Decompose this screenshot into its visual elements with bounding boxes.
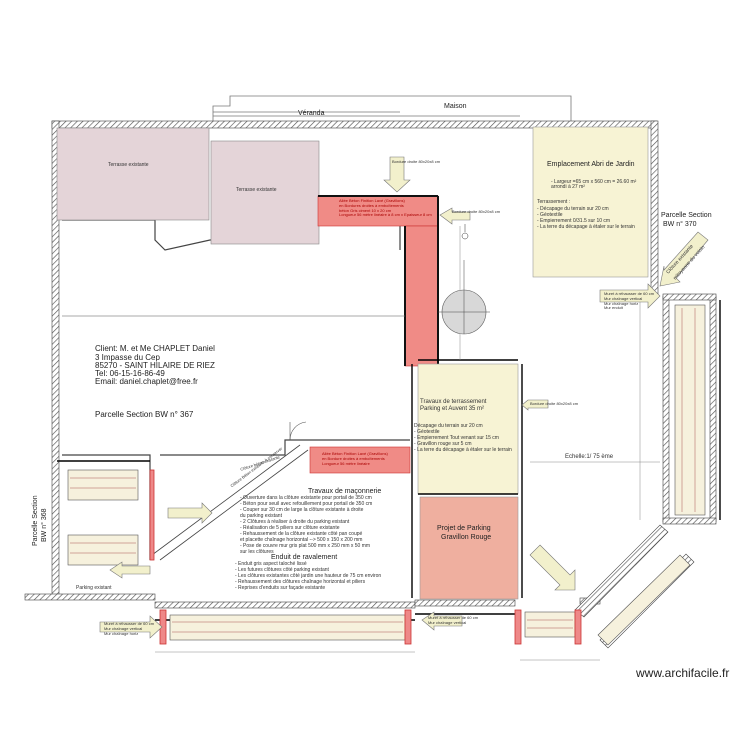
label-travaux-sub: Parking et Auvent 35 m²	[420, 406, 485, 412]
arrow-diag-icon-2	[529, 544, 576, 591]
label-parcelle-368-num: BW n° 368	[41, 508, 48, 542]
arrow-right-icon-3	[99, 615, 163, 639]
allee-beton-path	[309, 195, 439, 474]
travaux-item: - Empierrement Tout venant sur 15 cm	[414, 435, 499, 441]
label-enduit-title: Enduit de ravalement	[271, 554, 338, 561]
abri-de-jardin-zone	[532, 126, 649, 278]
label-terrasse-1: Terrasse existante	[108, 162, 149, 168]
terrassement-item: - Décapage du terrain sur 20 cm	[537, 206, 609, 212]
note-bordure-1: Bordure droite 80x20x8 cm	[452, 209, 501, 214]
client-address: 3 Impasse du Cep	[95, 353, 160, 362]
label-parcelle-367: Parcelle Section BW n° 367	[95, 410, 194, 419]
fence-rails	[70, 308, 696, 633]
maconnerie-item: - Béton pour seuil avec refouillement po…	[240, 501, 373, 507]
arrow-left-icon-4	[421, 611, 463, 631]
maconnerie-item: - Réalisation de 5 piliers sur clôture e…	[240, 525, 340, 531]
client-phone: Tel: 06-15-16-86-49	[95, 369, 165, 378]
maconnerie-item: - 2 Clôtures à réaliser à droite du park…	[240, 519, 350, 525]
note-mur-1: Muret à réhausser de 60 cm Mur chaînage …	[604, 291, 655, 311]
label-parcelle-368: Parcelle Section	[32, 495, 39, 546]
client-city: 85270 - SAINT HILAIRE DE RIEZ	[95, 361, 215, 370]
arrow-right-icon-2	[167, 502, 213, 524]
website-watermark: www.archifacile.fr	[636, 666, 730, 680]
note-mur-2: Muret à réhausser de 60 cm Mur chaînage …	[104, 621, 155, 636]
arrow-diag-icon	[659, 231, 709, 287]
maconnerie-item: et placette chaînage horizontal --> 500 …	[240, 537, 363, 543]
enduit-item: - Rehaussement des clôtures chaînage hor…	[235, 579, 366, 585]
arrow-left-icon-2	[521, 399, 549, 411]
enduit-item: - Les clôtures existantes côté jardin un…	[235, 573, 382, 579]
label-parking-title-1: Projet de Parking	[437, 525, 491, 532]
maconnerie-item: du parking existant	[240, 513, 282, 519]
arrow-left-icon	[439, 207, 471, 225]
label-parking-existant: Parking existant	[76, 585, 112, 591]
terrasse-existante-2	[210, 140, 320, 245]
maconnerie-item: - Rehaussement de la clôture existante c…	[240, 531, 363, 537]
cloture-diagonale	[151, 444, 309, 561]
maconnerie-item: - Ouverture dans la clôture existante po…	[240, 495, 372, 501]
label-maison: Maison	[444, 103, 467, 110]
tree-symbol	[438, 260, 490, 335]
label-abri-dims-2: arrondi à 27 m²	[551, 184, 585, 190]
note-red-mid: Allée Béton Finition Lavé (Gravillons) e…	[322, 451, 388, 466]
terrassement-item: - Empierrement 0/31.5 sur 10 cm	[537, 218, 611, 224]
arrow-left-icon-3	[109, 561, 151, 579]
north-arrow-icon	[461, 224, 469, 240]
note-bordure-2: Bordure droite 80x20x8 cm	[530, 401, 579, 406]
enduit-item: - Reprises d'enduits sur façade existant…	[235, 585, 326, 591]
enduit-item: - Enduit gris aspect taloché lissé	[235, 561, 307, 567]
parking-projet-zone	[419, 496, 519, 600]
label-abri-title: Emplacement Abri de Jardin	[547, 161, 635, 168]
travaux-item: - Gravillon rouge sur 5 cm	[414, 441, 472, 447]
travaux-item: - La terre du décapage à étaler sur le t…	[414, 447, 512, 453]
terrassement-zone	[417, 363, 519, 495]
travaux-item: Décapage du terrain sur 20 cm	[414, 423, 483, 429]
maconnerie-item: sur les clôtures	[240, 549, 274, 555]
label-terrassement-title: Terrassement :	[537, 199, 571, 205]
label-veranda: Véranda	[298, 110, 325, 117]
label-maconnerie-title: Travaux de maçonnerie	[308, 488, 382, 495]
note-red-top: Allée Béton Finition Lavé (Gravillons) e…	[339, 198, 432, 218]
terrassement-item: - Géotextile	[537, 212, 563, 218]
door-arc	[289, 421, 307, 441]
fence-panels	[67, 304, 706, 646]
label-parcelle-370-num: BW n° 370	[663, 221, 697, 228]
client-name: Client: M. et Me CHAPLET Daniel	[95, 344, 215, 353]
note-bordure-3: Bordure droite 80x20x8 cm	[392, 159, 441, 164]
enduit-item: - Les futures clôtures côté parking exis…	[235, 567, 329, 573]
house-outline	[212, 95, 572, 121]
maconnerie-item: - Couper sur 30 cm de large la clôture e…	[240, 507, 364, 513]
label-echelle: Echelle:1/ 75 ème	[565, 454, 614, 460]
label-parcelle-370: Parcelle Section	[661, 212, 712, 219]
note-mur-3: Muret à réhausser de 60 cm Mur chaînage …	[428, 615, 479, 625]
thin-dims	[62, 226, 660, 661]
terrasse-existante-1	[56, 127, 210, 221]
callout-arrows	[99, 156, 709, 639]
label-abri-dims-1: - Largeur =65 cm x 560 cm = 26.60 m²	[551, 179, 637, 185]
arrow-right-icon	[599, 283, 661, 309]
label-travaux-title: Travaux de terrassement	[420, 399, 487, 405]
terrassement-item: - La terre du décapage à étaler sur le t…	[537, 224, 635, 230]
label-parking-title-2: Gravillon Rouge	[441, 534, 492, 541]
maconnerie-item: - Pose de couvre mur gris plat 500 mm x …	[240, 543, 371, 549]
label-terrasse-2: Terrasse existante	[236, 187, 277, 193]
arrow-down-icon	[383, 156, 411, 193]
travaux-item: - Géotextile	[414, 429, 440, 435]
client-email: Email: daniel.chaplet@free.fr	[95, 377, 198, 386]
